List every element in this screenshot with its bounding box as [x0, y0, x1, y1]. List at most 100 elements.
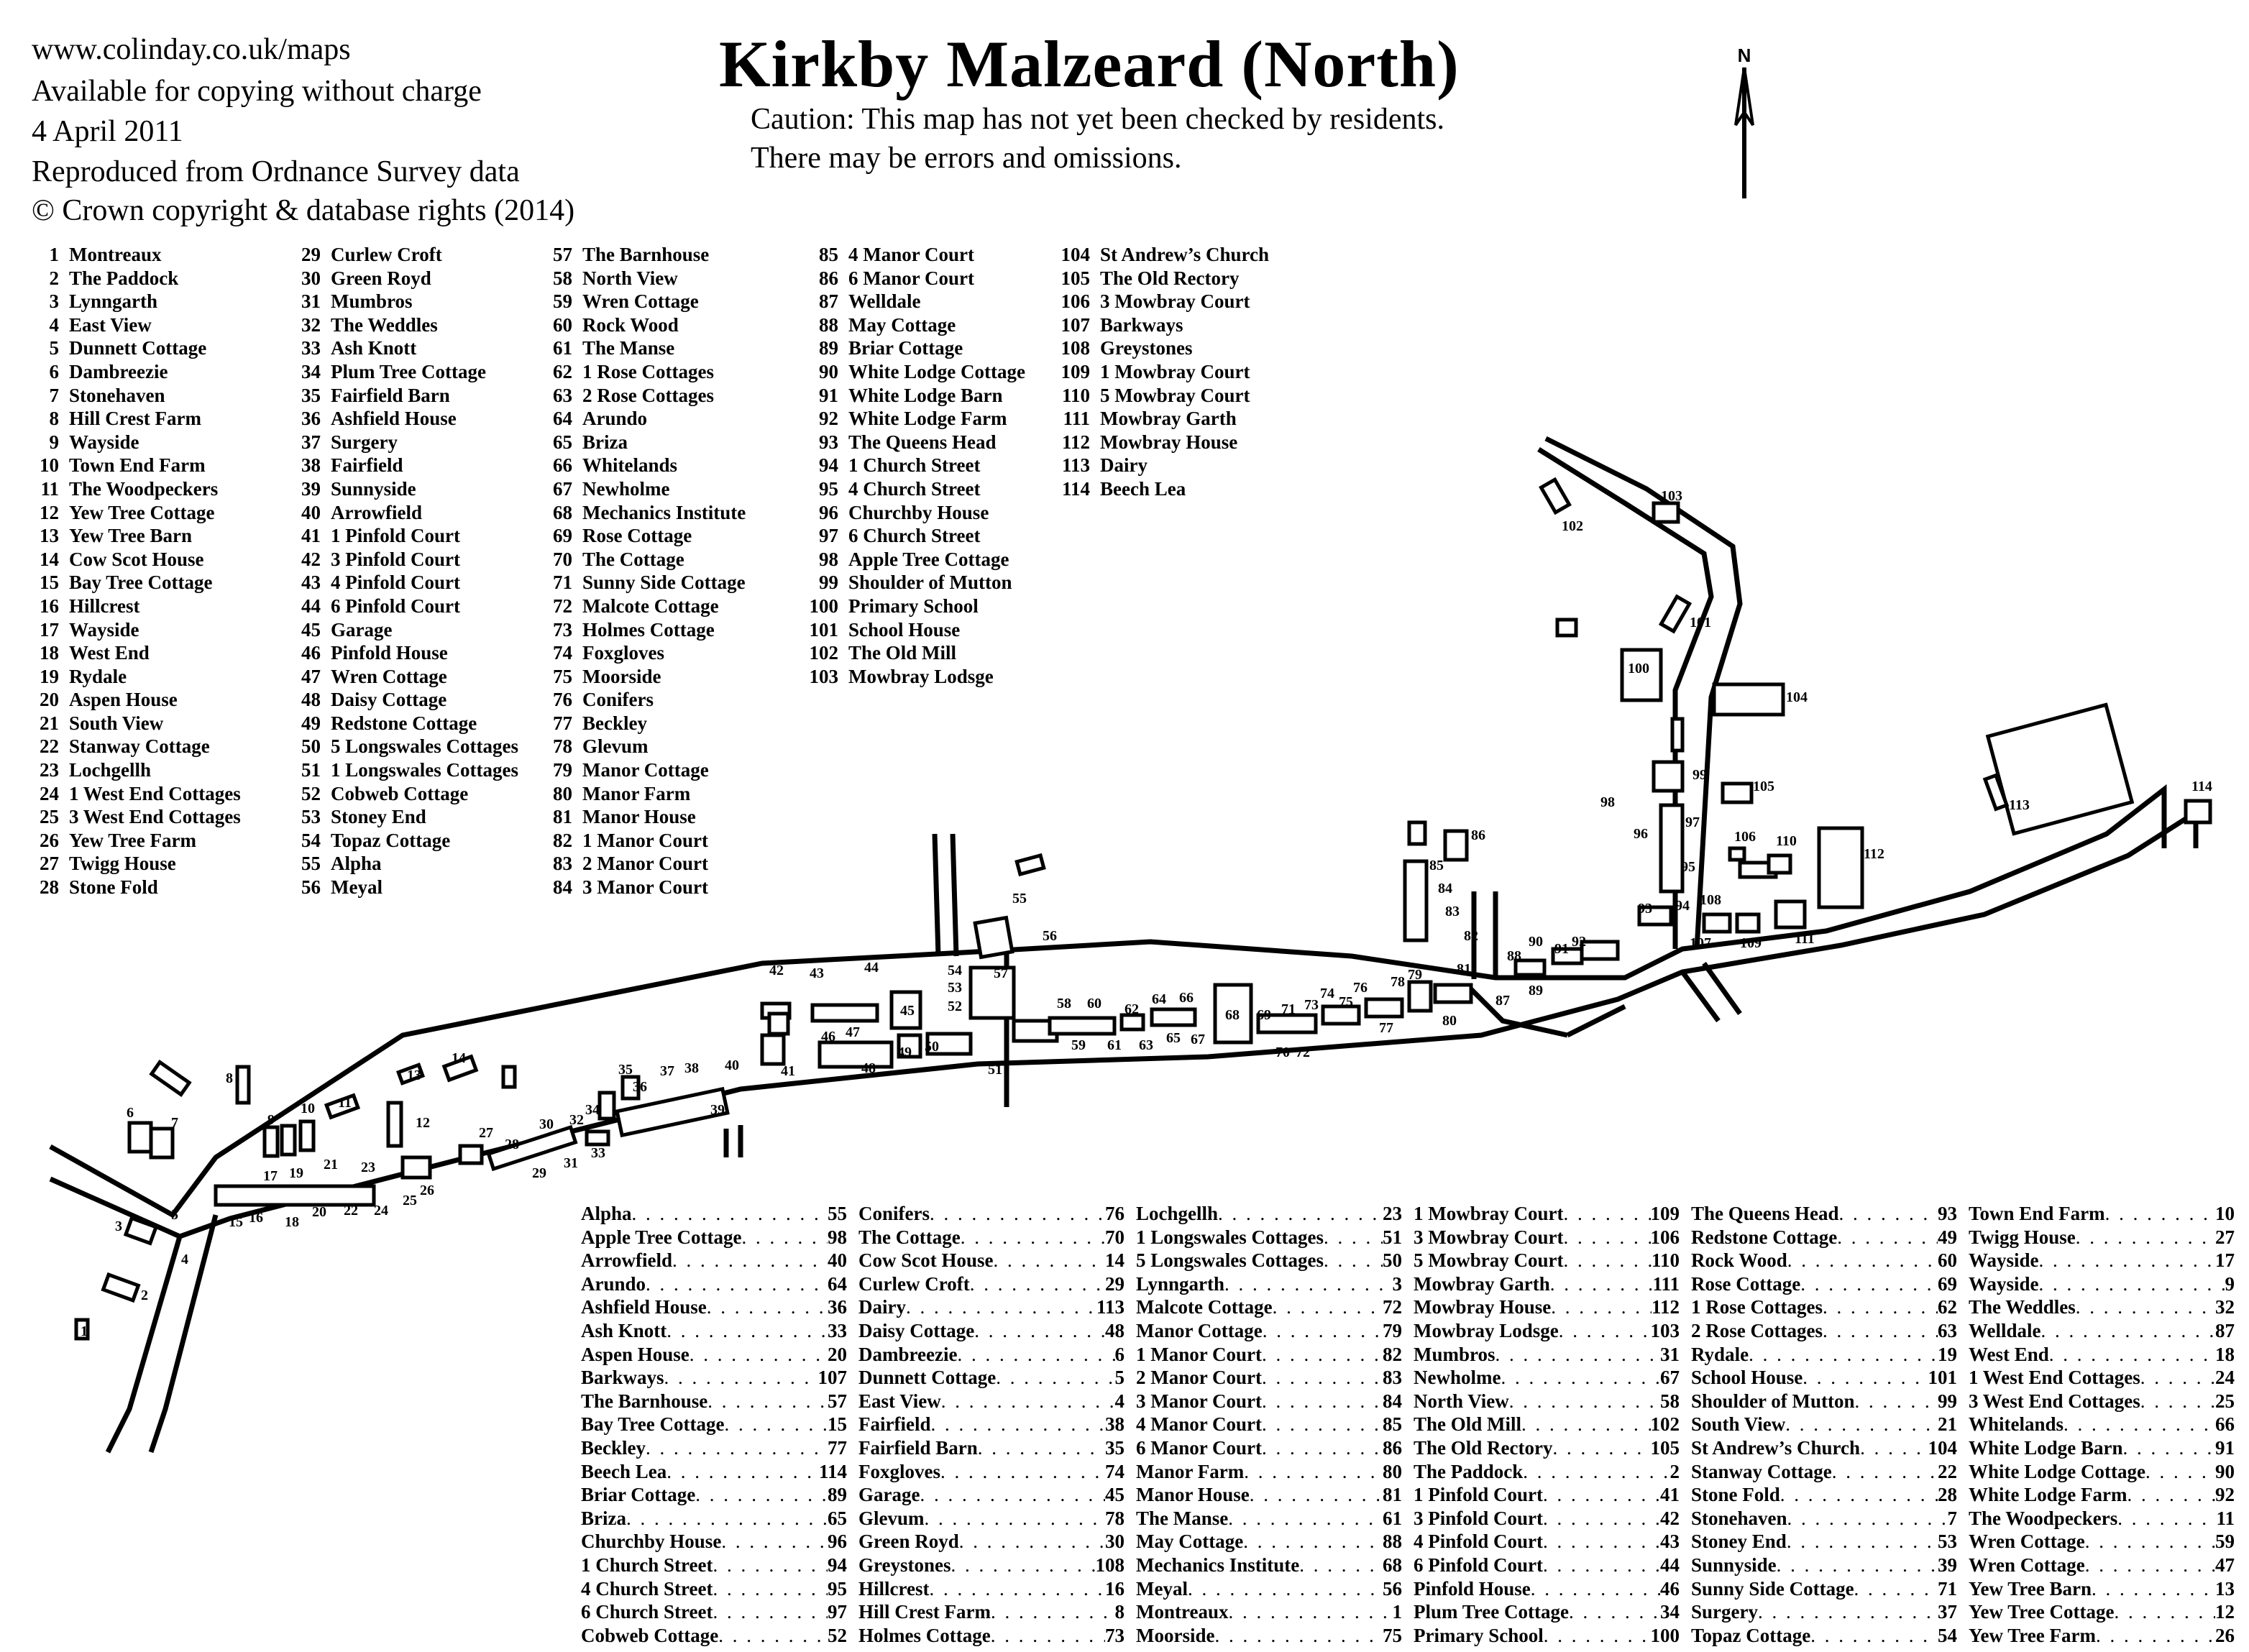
index-number: 44 [301, 595, 321, 617]
alpha-index-name: The Cottage [858, 1226, 961, 1248]
index-number: 41 [301, 525, 321, 547]
map-label: 71 [1281, 1001, 1296, 1017]
leader-dots [920, 1483, 1105, 1507]
alpha-index-entry: The Manse61 [1136, 1507, 1402, 1531]
index-name: The Old Rectory [1100, 267, 1240, 289]
alpha-index-name: Rose Cottage [1691, 1272, 1801, 1295]
alpha-index-number: 19 [1938, 1343, 1957, 1365]
map-label: 94 [1675, 898, 1690, 914]
alpha-index-number: 1 [1392, 1601, 1403, 1623]
index-entry: 40 Arrowfield [280, 501, 518, 525]
alpha-index-number: 74 [1105, 1460, 1124, 1482]
leader-dots [2140, 1366, 2215, 1390]
index-number: 57 [553, 244, 572, 265]
index-number: 99 [819, 572, 838, 594]
alpha-index-entry: Greystones108 [858, 1554, 1124, 1577]
alpha-index-number: 28 [1938, 1484, 1957, 1506]
index-number: 82 [553, 829, 572, 851]
index-number: 42 [301, 548, 321, 570]
leader-dots [1218, 1202, 1383, 1226]
alpha-index-name: 6 Church Street [581, 1601, 713, 1623]
index-name: Hill Crest Farm [69, 408, 201, 430]
alpha-index-name: 6 Pinfold Court [1414, 1554, 1544, 1576]
index-name: Meyal [331, 876, 383, 899]
index-number: 31 [301, 290, 321, 313]
alpha-index-name: Holmes Cottage [858, 1624, 991, 1646]
alpha-index-number: 35 [1105, 1436, 1124, 1459]
alpha-index-entry: Welldale87 [1969, 1319, 2235, 1343]
alpha-index-number: 112 [1651, 1296, 1680, 1318]
leader-dots [1563, 1226, 1650, 1249]
alpha-index-number: 72 [1383, 1296, 1402, 1318]
alpha-index-entry: Stanway Cottage22 [1691, 1460, 1957, 1484]
alpha-index-number: 60 [1938, 1249, 1957, 1272]
index-entry: 75 Moorside [532, 665, 746, 689]
alpha-index-name: Stonehaven [1691, 1507, 1787, 1529]
alpha-index-number: 51 [1383, 1226, 1402, 1248]
leader-dots [930, 1202, 1105, 1226]
alpha-index-name: Briar Cottage [581, 1484, 696, 1506]
index-name: Moorside [582, 665, 661, 687]
alpha-index-name: Churchby House [581, 1531, 722, 1553]
index-name: Arrowfield [331, 501, 422, 523]
index-number: 8 [49, 408, 60, 430]
alpha-index-number: 104 [1928, 1436, 1958, 1459]
map-label: 5 [171, 1207, 178, 1223]
alpha-index-number: 5 [1114, 1367, 1125, 1389]
index-number: 71 [553, 572, 572, 594]
alpha-index-name: Lochgellh [1136, 1203, 1219, 1224]
index-number: 5 [49, 337, 60, 359]
alpha-index-number: 50 [1383, 1249, 1402, 1272]
map-label: 105 [1753, 779, 1774, 794]
alpha-index-entry: Fairfield Barn35 [858, 1436, 1124, 1460]
alpha-index-number: 27 [2215, 1226, 2235, 1248]
index-number: 23 [40, 759, 59, 781]
leader-dots [974, 1319, 1105, 1343]
leader-dots [991, 1624, 1105, 1648]
index-name: Yew Tree Barn [69, 525, 192, 547]
leader-dots [1559, 1319, 1651, 1343]
alpha-index-name: Greystones [858, 1554, 951, 1576]
map-label: 34 [585, 1102, 600, 1118]
alpha-index-number: 98 [828, 1226, 847, 1248]
index-number: 90 [819, 360, 838, 382]
index-number: 75 [553, 665, 572, 687]
leader-dots [1523, 1460, 1669, 1484]
alpha-index-name: Wayside [1969, 1272, 2039, 1295]
leader-dots [929, 1577, 1105, 1601]
leader-dots [646, 1436, 828, 1460]
alpha-index-number: 106 [1650, 1226, 1680, 1248]
alpha-index-entry: Dambreezie6 [858, 1343, 1124, 1367]
index-number: 45 [301, 618, 321, 641]
map-label: 61 [1107, 1037, 1122, 1053]
map-label: 54 [948, 963, 962, 978]
alpha-index-name: Cobweb Cottage [581, 1624, 719, 1646]
alpha-index-entry: Hillcrest16 [858, 1577, 1124, 1601]
index-number: 48 [301, 689, 321, 711]
index-name: Redstone Cottage [331, 712, 477, 734]
index-number: 79 [553, 759, 572, 781]
index-name: Greystones [1100, 337, 1193, 359]
index-number: 38 [301, 454, 321, 477]
alpha-index-entry: Manor Cottage79 [1136, 1319, 1402, 1343]
index-name: Fairfield Barn [331, 384, 450, 406]
index-number: 40 [301, 501, 321, 523]
index-number: 39 [301, 477, 321, 500]
leader-dots [724, 1413, 828, 1436]
leader-dots [1777, 1554, 1938, 1577]
